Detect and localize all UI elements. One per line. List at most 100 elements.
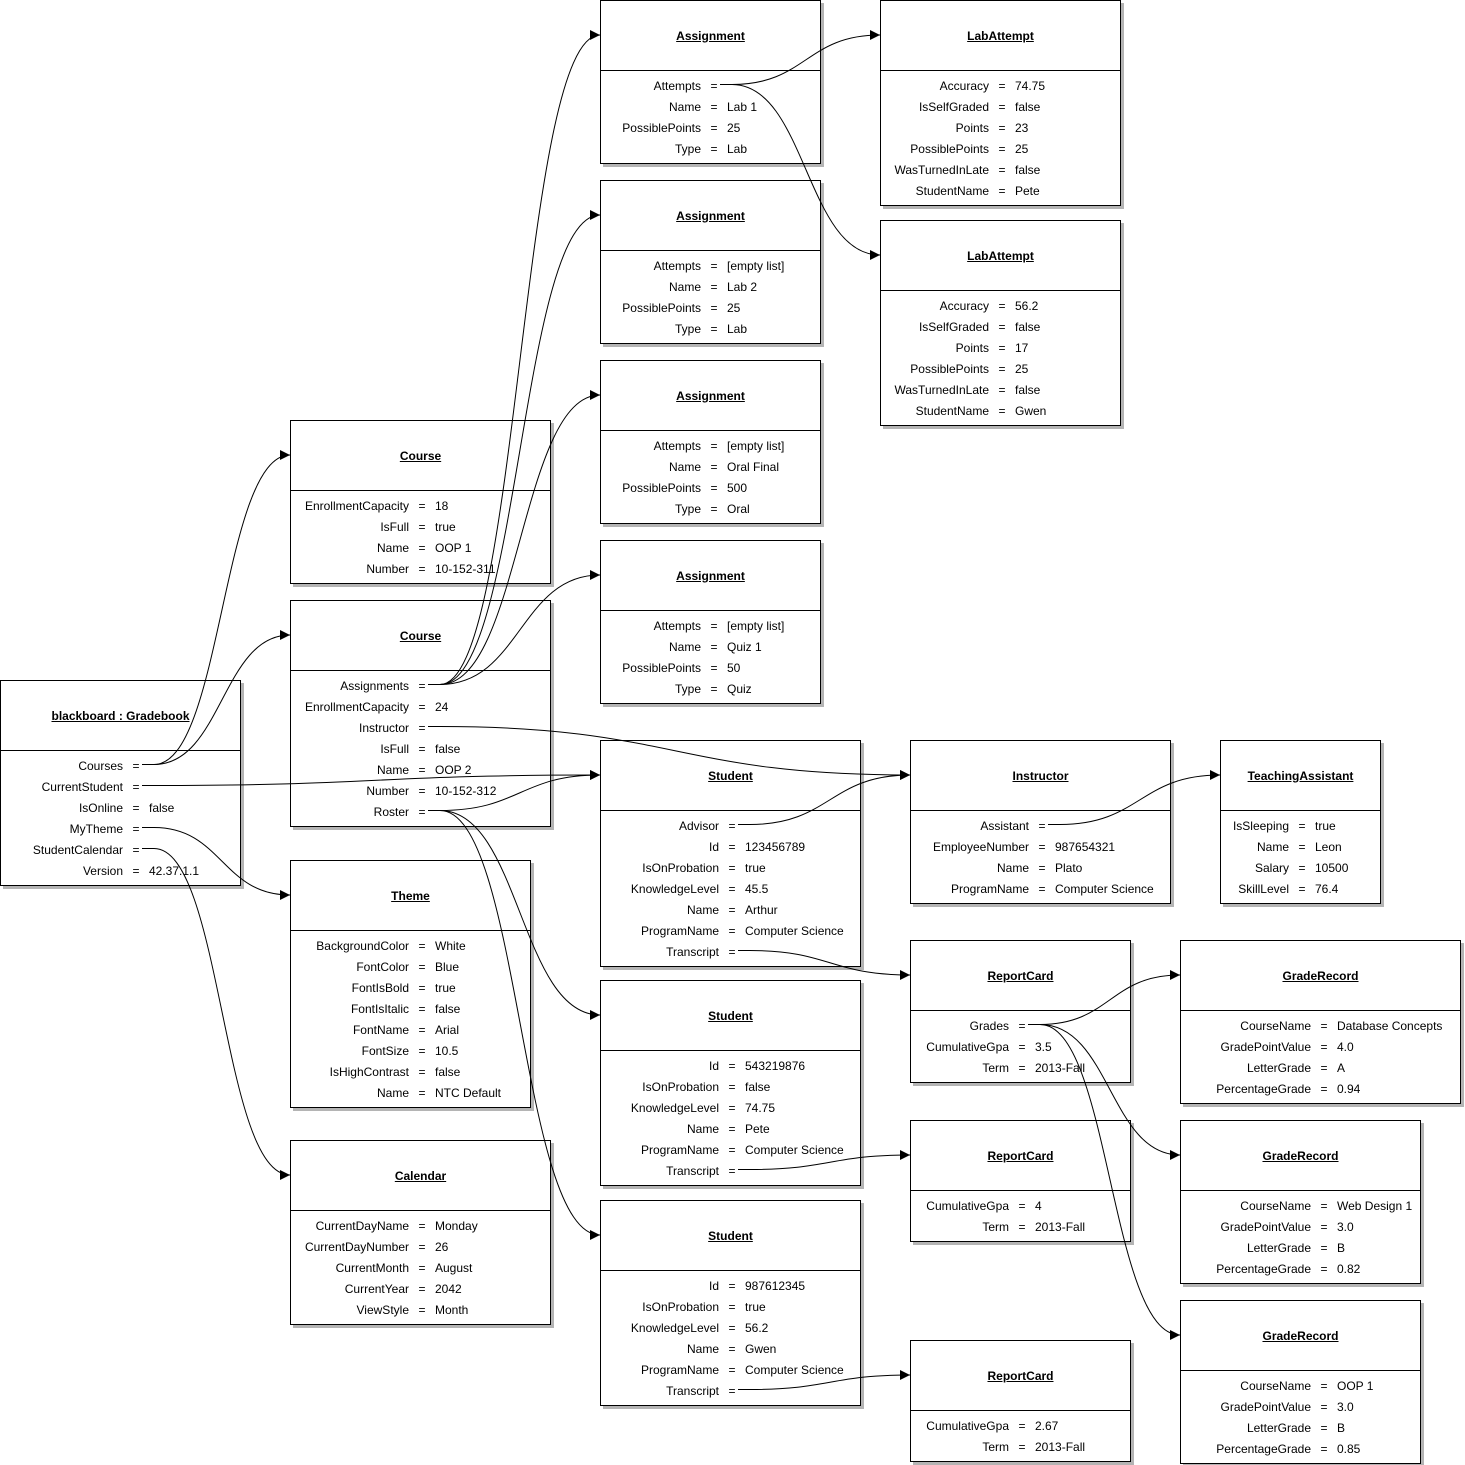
field-row: GradePointValue=4.0 [1181,1036,1460,1057]
field-row: PossiblePoints=50 [601,657,820,678]
field-name: Transcript [666,1163,719,1178]
field-value: Computer Science [1055,881,1154,896]
field-value: Gwen [745,1341,777,1356]
field-value: 25 [1015,141,1029,156]
field-name: PossiblePoints [622,660,701,675]
field-row: IsHighContrast=false [291,1061,530,1082]
field-row: Grades= [911,1015,1130,1036]
field-row: Points=17 [881,337,1120,358]
field-name: GradePointValue [1220,1399,1311,1414]
field-value: 500 [727,480,748,495]
object-header: TeachingAssistant [1221,741,1380,811]
field-row: Name=OOP 1 [291,537,550,558]
field-row: Accuracy=56.2 [881,295,1120,316]
field-name: CurrentYear [344,1281,409,1296]
field-row: Number=10-152-311 [291,558,550,579]
object-header: Student [601,741,860,811]
field-row: Attempts=[empty list] [601,615,820,636]
field-value: false [435,1064,461,1079]
field-name: Grades [969,1018,1009,1033]
field-row: CourseName=Web Design 1 [1181,1195,1420,1216]
field-row: CumulativeGpa=2.67 [911,1415,1130,1436]
equals-sign: = [1320,1399,1328,1414]
field-row: LetterGrade=B [1181,1237,1420,1258]
object-header: Student [601,1201,860,1271]
field-row: PossiblePoints=25 [601,297,820,318]
link-gradebook-studentcalendar-to-calendar [142,848,291,1180]
field-name: Term [982,1439,1009,1454]
field-value: Leon [1315,839,1342,854]
field-value: Database Concepts [1337,1018,1443,1033]
field-name: ProgramName [640,1362,719,1377]
field-row: CurrentDayNumber=26 [291,1236,550,1257]
field-name: CurrentMonth [335,1260,409,1275]
field-name: Version [82,863,123,878]
field-value: Quiz 1 [727,639,762,654]
field-value: 4 [1035,1198,1042,1213]
field-name: FontIsItalic [350,1001,409,1016]
equals-sign: = [1320,1219,1328,1234]
field-name: CourseName [1240,1378,1311,1393]
field-row: Name=Arthur [601,899,860,920]
field-name: PossiblePoints [910,361,989,376]
field-name: CurrentDayName [315,1218,409,1233]
field-row: Version=42.37.1.1 [1,860,240,881]
field-row: MyTheme= [1,818,240,839]
field-row: CurrentStudent= [1,776,240,797]
equals-sign: = [710,501,718,516]
equals-sign: = [418,762,426,777]
equals-sign: = [728,902,736,917]
field-value: 50 [727,660,741,675]
field-name: PercentageGrade [1216,1081,1311,1096]
field-name: Type [674,501,701,516]
equals-sign: = [418,1302,426,1317]
field-name: Type [674,141,701,156]
field-row: Attempts=[empty list] [601,435,820,456]
object-title: Course [399,448,442,463]
field-value: 76.4 [1315,881,1339,896]
field-name: Name [686,1341,719,1356]
field-name: CurrentStudent [41,779,123,794]
field-row: BackgroundColor=White [291,935,530,956]
field-name: Name [376,540,409,555]
field-row: PercentageGrade=0.85 [1181,1438,1420,1459]
field-value: Pete [745,1121,770,1136]
field-value: Lab [727,321,748,336]
field-row: WasTurnedInLate=false [881,379,1120,400]
equals-sign: = [1018,1219,1026,1234]
field-name: PossiblePoints [622,120,701,135]
field-row: Instructor= [291,717,550,738]
field-name: LetterGrade [1246,1240,1311,1255]
field-name: BackgroundColor [316,938,409,953]
field-row: Name=Oral Final [601,456,820,477]
field-name: ProgramName [950,881,1029,896]
field-value: Blue [435,959,460,974]
field-name: WasTurnedInLate [894,382,990,397]
field-value: 25 [1015,361,1029,376]
